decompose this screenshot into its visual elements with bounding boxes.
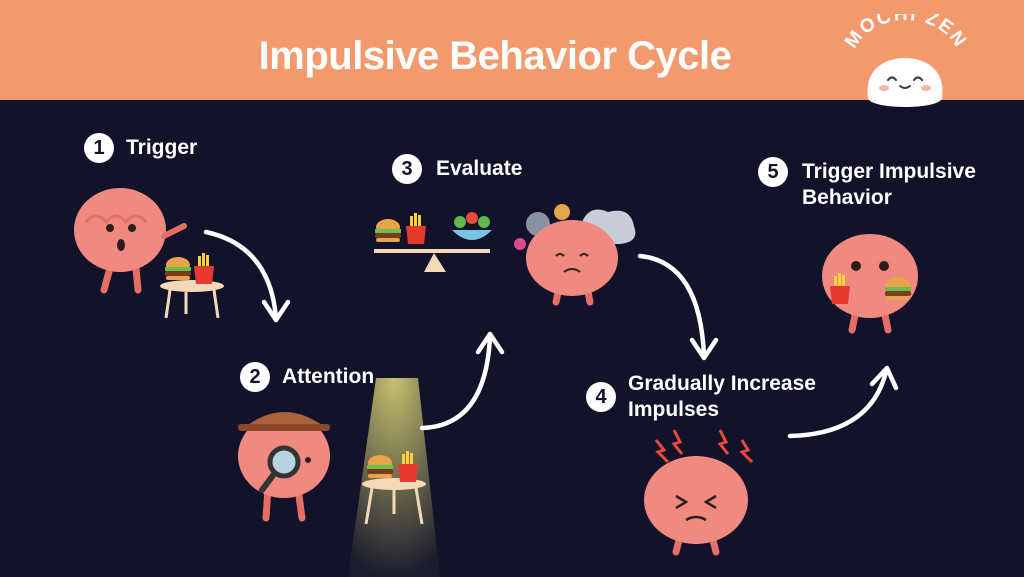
attention-illustration [238,378,440,577]
gear-icon [554,204,570,220]
step-2-badge: 2 [240,362,270,392]
burger-icon [885,277,911,300]
step-3-label: Evaluate [436,156,522,182]
lightning-icon [742,440,752,462]
brain-icon [526,220,618,296]
gear-icon [514,238,526,250]
evaluate-illustration [374,204,635,302]
trigger-illustration [74,188,224,318]
step-3-badge: 3 [392,154,422,184]
step-4-label: Gradually Increase Impulses [628,371,816,423]
brain-icon [74,188,166,272]
arrow-3-to-4 [640,256,716,358]
burger-icon [165,257,191,280]
step-1-badge: 1 [84,133,114,163]
spotlight [348,378,440,577]
scale-icon [374,249,490,253]
lightning-icon [656,440,668,462]
step-5-label-line-1: Trigger Impulsive [802,159,976,185]
fries-icon [194,253,214,284]
lightning-icon [674,430,682,454]
step-1-label: Trigger [126,135,197,161]
step-5-badge: 5 [758,157,788,187]
lightning-icon [720,430,728,454]
arrow-2-to-3 [422,334,502,428]
burger-icon [367,455,393,478]
step-2-label: Attention [282,364,374,390]
fries-icon [406,213,426,244]
step-4-label-line-2: Impulses [628,397,816,423]
step-4-label-line-1: Gradually Increase [628,371,816,397]
brain-icon [644,456,748,544]
impulsive-behavior-illustration [822,234,918,330]
step-5-label: Trigger Impulsive Behavior [802,159,976,211]
arrow-1-to-2 [206,232,288,320]
increase-impulses-illustration [644,430,752,552]
step-5-label-line-2: Behavior [802,185,976,211]
burger-icon [375,219,401,242]
step-4-badge: 4 [586,382,616,412]
salad-bowl-icon [452,230,492,240]
